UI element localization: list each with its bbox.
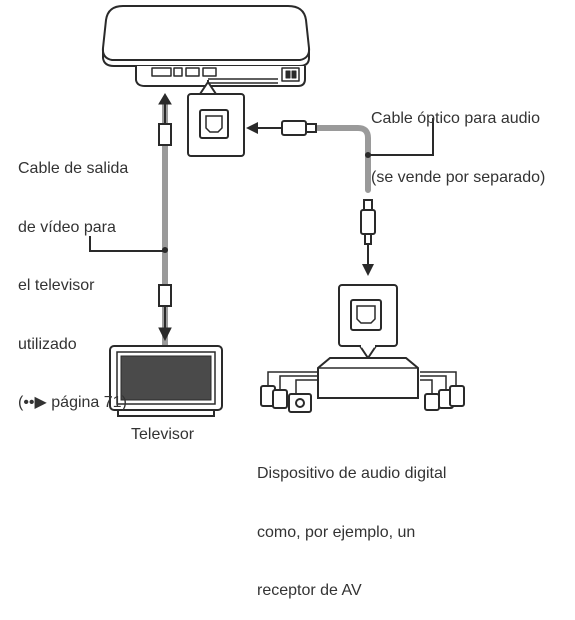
video-plug-top <box>158 123 172 146</box>
audio-device-label-line-2: como, por ejemplo, un <box>257 523 416 541</box>
receiver-port-callout <box>338 284 398 359</box>
video-cable-label-line-2: de vídeo para <box>18 218 116 236</box>
arrow-to-console-icon <box>158 93 172 124</box>
video-cable-label-line-1: Cable de salida <box>18 160 129 177</box>
optical-cable-junction <box>365 152 371 158</box>
optical-cable-label-line-1: Cable óptico para audio <box>371 110 541 127</box>
arrow-to-receiver-icon <box>362 244 374 276</box>
optical-cable <box>315 125 371 193</box>
video-cable-label: Cable de salida de vídeo para el televis… <box>18 120 128 432</box>
optical-cable-label-line-2: (se vende por separado) <box>371 168 546 186</box>
television-label: Televisor <box>131 426 195 443</box>
audio-device-label: Dispositivo de audio digital como, por e… <box>257 425 446 620</box>
audio-device-label-line-1: Dispositivo de audio digital <box>257 465 447 482</box>
speaker-icon <box>260 385 312 413</box>
arrow-to-tv-icon <box>158 306 172 342</box>
television-icon <box>109 345 223 417</box>
ps3-console-icon <box>101 5 311 87</box>
connection-diagram <box>89 5 465 417</box>
optical-label-leader <box>369 118 434 156</box>
video-cable-label-line-4: utilizado <box>18 335 77 353</box>
arrow-to-console-optical-icon <box>246 122 282 134</box>
video-label-leader <box>89 236 164 252</box>
optical-port-icon <box>350 299 382 331</box>
optical-cable-label: Cable óptico para audio (se vende por se… <box>371 70 545 207</box>
av-receiver-icon <box>267 357 457 399</box>
audio-device-label-line-3: receptor de AV <box>257 582 362 599</box>
speaker-icon <box>424 385 465 411</box>
video-cable-label-line-3: el televisor <box>18 277 95 294</box>
video-plug-bottom <box>158 284 172 307</box>
optical-port-icon <box>199 109 229 139</box>
optical-plug-bottom <box>360 199 376 245</box>
optical-plug-left <box>281 120 317 136</box>
console-port-callout <box>187 80 245 157</box>
page-reference-link: (••▶ página 71) <box>18 394 127 411</box>
